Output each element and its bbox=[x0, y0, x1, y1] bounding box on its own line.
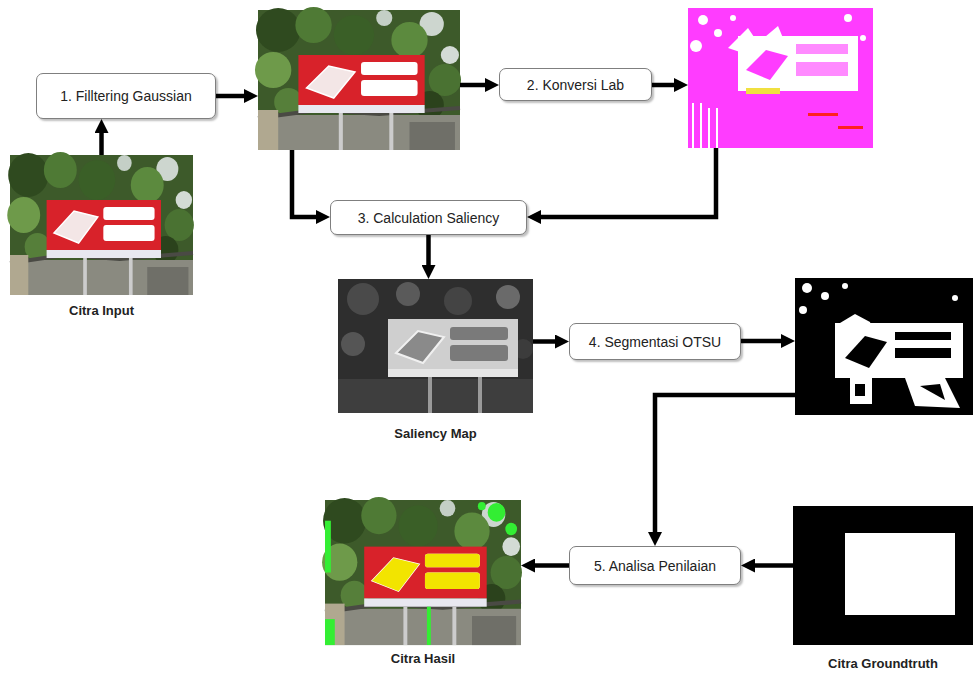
saliency-image bbox=[496, 285, 520, 309]
input-image bbox=[7, 152, 194, 295]
process-box: 5. Analisa Penilaian bbox=[569, 546, 741, 585]
otsu-image bbox=[855, 384, 865, 396]
saliency-image bbox=[388, 319, 518, 369]
image-panel: Citra Groundtruth bbox=[793, 506, 973, 671]
saliency-image bbox=[450, 345, 508, 361]
saliency-image bbox=[478, 377, 482, 413]
filtered-image bbox=[255, 7, 461, 150]
node-text: 3. Calculation Saliency bbox=[358, 210, 500, 226]
result-image bbox=[478, 502, 486, 510]
saliency-image bbox=[388, 369, 518, 377]
lab-image bbox=[808, 113, 838, 116]
saliency-image bbox=[396, 282, 420, 306]
result-image bbox=[325, 521, 331, 573]
otsu-image bbox=[821, 292, 829, 300]
process-box: 3. Calculation Saliency bbox=[330, 200, 527, 235]
filtered-image bbox=[255, 7, 461, 150]
node-text: 5. Analisa Penilaian bbox=[594, 558, 716, 574]
flow-arrow bbox=[741, 339, 781, 344]
lab-image bbox=[690, 40, 702, 52]
lab-image bbox=[838, 126, 863, 129]
result-image bbox=[488, 503, 506, 522]
result-image bbox=[372, 558, 419, 591]
saliency-image bbox=[444, 287, 472, 315]
flow-arrow bbox=[541, 148, 716, 217]
lab-image bbox=[746, 50, 788, 80]
flow-arrow bbox=[652, 83, 674, 88]
otsu-image bbox=[802, 283, 812, 293]
lab-image bbox=[692, 103, 694, 148]
flow-arrow bbox=[216, 94, 244, 99]
lab-image bbox=[700, 103, 702, 148]
result-image bbox=[322, 497, 522, 645]
lab-image bbox=[716, 108, 718, 148]
flow-arrow bbox=[426, 235, 431, 265]
otsu-image bbox=[920, 384, 945, 400]
lab-image bbox=[844, 14, 852, 22]
image-panel: Saliency Map bbox=[338, 279, 533, 441]
otsu-image bbox=[845, 336, 887, 368]
image-panel: Citra Hasil bbox=[325, 500, 521, 666]
node-text: 1. Filltering Gaussian bbox=[60, 88, 192, 104]
input-image bbox=[7, 152, 194, 295]
flow-arrow bbox=[99, 133, 104, 155]
node-text: Citra Groundtruth bbox=[793, 656, 973, 671]
result-image bbox=[505, 523, 517, 535]
flow-arrow bbox=[535, 563, 569, 568]
lab-image bbox=[688, 8, 873, 148]
otsu-image bbox=[895, 348, 951, 358]
saliency-image bbox=[450, 327, 508, 340]
saliency-image bbox=[428, 377, 432, 413]
groundtruth-image bbox=[845, 533, 955, 615]
result-image bbox=[322, 497, 522, 645]
flow-arrow bbox=[755, 563, 793, 568]
groundtruth-image bbox=[793, 506, 973, 645]
flow-arrow bbox=[216, 85, 795, 532]
process-box: 2. Konversi Lab bbox=[499, 68, 652, 101]
saliency-image bbox=[341, 332, 365, 356]
result-image bbox=[325, 619, 335, 645]
lab-image bbox=[796, 44, 848, 54]
lab-image bbox=[688, 8, 873, 148]
lab-image bbox=[860, 35, 866, 41]
otsu-image bbox=[842, 283, 848, 289]
otsu-image bbox=[952, 295, 958, 301]
process-box: 1. Filltering Gaussian bbox=[36, 73, 216, 119]
lab-image bbox=[708, 108, 710, 148]
node-text: 4. Segmentasi OTSU bbox=[589, 334, 721, 350]
lab-image bbox=[730, 15, 736, 21]
result-image bbox=[425, 554, 480, 567]
groundtruth-image bbox=[793, 506, 973, 645]
node-text: Citra Hasil bbox=[325, 651, 521, 666]
otsu-image bbox=[850, 378, 872, 404]
otsu-image bbox=[835, 323, 963, 378]
flow-arrow bbox=[533, 339, 555, 344]
otsu-image bbox=[795, 278, 973, 415]
lab-image bbox=[746, 88, 780, 94]
otsu-image bbox=[795, 278, 973, 415]
saliency-image bbox=[347, 283, 379, 315]
lab-image bbox=[796, 62, 848, 76]
lab-image bbox=[714, 29, 722, 37]
lab-image bbox=[698, 15, 708, 25]
flow-arrow bbox=[292, 150, 316, 217]
lab-image bbox=[738, 36, 858, 91]
result-image bbox=[427, 607, 431, 645]
saliency-image bbox=[338, 379, 533, 413]
otsu-image bbox=[895, 332, 951, 340]
otsu-image bbox=[905, 378, 960, 408]
result-image bbox=[425, 573, 480, 590]
saliency-image bbox=[338, 279, 533, 413]
flow-arrow bbox=[655, 395, 795, 532]
saliency-image bbox=[396, 331, 444, 363]
image-panel: Citra Input bbox=[10, 155, 193, 318]
node-text: 2. Konversi Lab bbox=[527, 77, 624, 93]
process-box: 4. Segmentasi OTSU bbox=[569, 323, 741, 360]
node-text: Citra Input bbox=[10, 303, 193, 318]
flow-arrow bbox=[460, 83, 485, 88]
otsu-image bbox=[799, 306, 807, 314]
saliency-image bbox=[338, 279, 533, 413]
node-text: Saliency Map bbox=[338, 426, 533, 441]
